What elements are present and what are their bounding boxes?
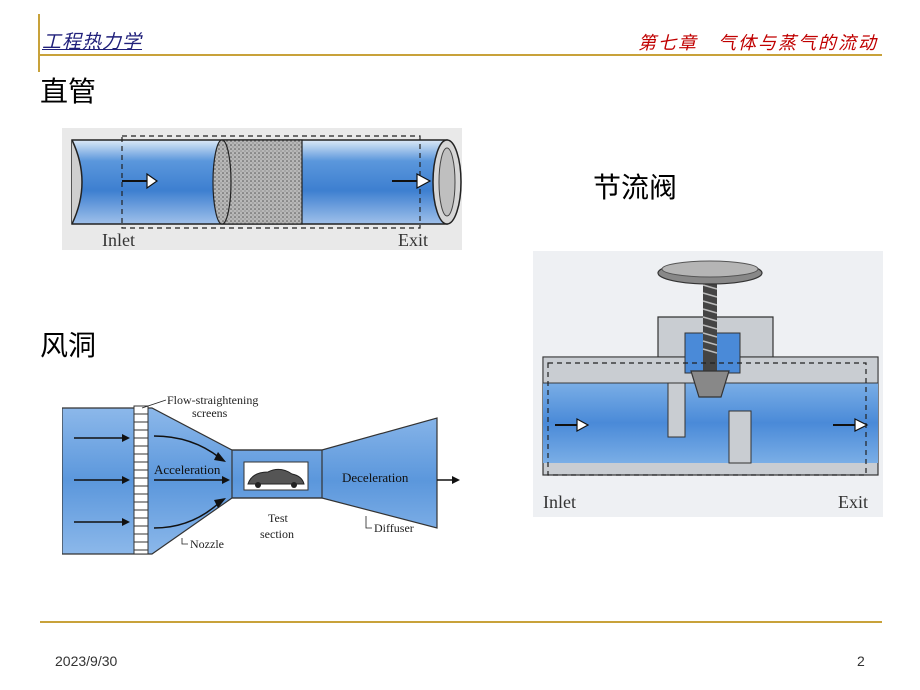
tunnel-deceleration-label: Deceleration (342, 470, 409, 485)
tunnel-diffuser-label: Diffuser (374, 521, 414, 535)
footer-rule (40, 621, 882, 623)
valve-inlet-label: Inlet (543, 492, 576, 512)
header-vertical-rule (38, 14, 40, 72)
tunnel-acceleration-label: Acceleration (154, 462, 221, 477)
wind-tunnel-figure: Flow-straightening screens Acceleration … (62, 388, 462, 560)
valve-exit-label: Exit (838, 492, 868, 512)
heading-throttle-valve: 节流阀 (593, 171, 678, 204)
straight-pipe-figure: Inlet Exit (62, 128, 462, 250)
tunnel-test-label-1: Test (268, 511, 288, 525)
pipe-exit-label: Exit (398, 230, 428, 250)
throttle-valve-figure: Inlet Exit (533, 251, 883, 517)
heading-straight-pipe: 直管 (40, 75, 97, 108)
page-number: 2 (857, 653, 865, 669)
header-rule (40, 54, 882, 56)
tunnel-screens-label-1: Flow-straightening (167, 393, 258, 407)
tunnel-test-label-2: section (260, 527, 294, 541)
pipe-inlet-label: Inlet (102, 230, 135, 250)
heading-wind-tunnel: 风洞 (40, 329, 97, 362)
tunnel-nozzle-label: Nozzle (190, 537, 224, 551)
tunnel-screens-label-2: screens (192, 406, 228, 420)
footer-date: 2023/9/30 (55, 653, 118, 669)
course-title: 工程热力学 (42, 31, 143, 53)
chapter-title: 第七章 气体与蒸气的流动 (638, 33, 878, 54)
